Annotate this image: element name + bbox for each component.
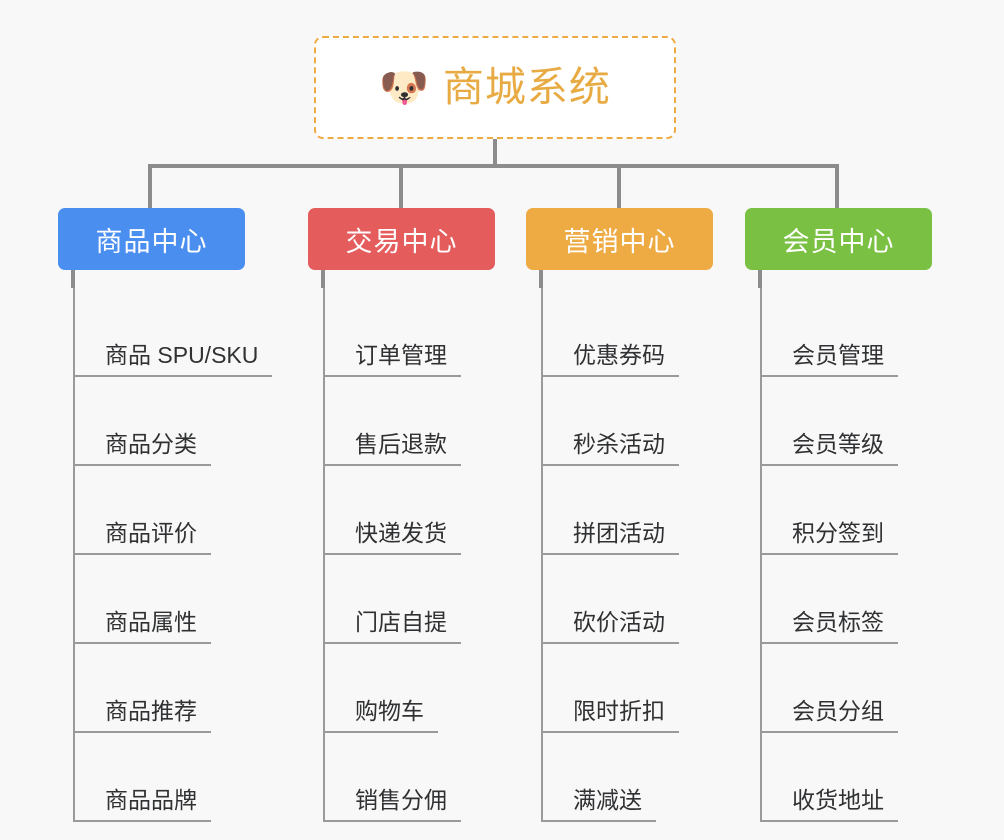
leaf-item[interactable]: 会员分组 — [762, 644, 932, 733]
leaf-item[interactable]: 商品评价 — [75, 466, 272, 555]
leaf-list-trade-center: 订单管理 售后退款 快递发货 门店自提 购物车 销售分佣 — [323, 288, 495, 822]
leaf-item[interactable]: 收货地址 — [762, 733, 932, 822]
connector-drop-marketing-center — [617, 164, 621, 210]
leaf-label: 会员等级 — [762, 431, 898, 466]
leaf-label: 商品分类 — [75, 431, 211, 466]
leaf-label: 商品属性 — [75, 609, 211, 644]
connector-stub-member-center — [758, 270, 762, 288]
category-header-trade-center[interactable]: 交易中心 — [308, 208, 495, 270]
leaf-label: 秒杀活动 — [543, 431, 679, 466]
leaf-label: 商品品牌 — [75, 787, 211, 822]
leaf-label: 限时折扣 — [543, 698, 679, 733]
connector-drop-member-center — [835, 164, 839, 210]
connector-stub-trade-center — [321, 270, 325, 288]
connector-stub-product-center — [71, 270, 75, 288]
leaf-item[interactable]: 销售分佣 — [325, 733, 495, 822]
column-member-center: 会员中心 会员管理 会员等级 积分签到 会员标签 会员分组 收货地址 — [745, 208, 932, 822]
category-header-label: 交易中心 — [345, 226, 458, 257]
leaf-label: 商品 SPU/SKU — [75, 342, 273, 377]
leaf-item[interactable]: 秒杀活动 — [543, 377, 713, 466]
leaf-item[interactable]: 会员管理 — [762, 288, 932, 377]
leaf-item[interactable]: 商品品牌 — [75, 733, 272, 822]
connector-horizontal-bar — [148, 164, 839, 168]
leaf-label: 会员标签 — [762, 609, 898, 644]
leaf-label: 快递发货 — [325, 520, 461, 555]
category-header-member-center[interactable]: 会员中心 — [745, 208, 932, 270]
leaf-item[interactable]: 优惠券码 — [543, 288, 713, 377]
connector-stub-marketing-center — [539, 270, 543, 288]
leaf-item[interactable]: 订单管理 — [325, 288, 495, 377]
connector-drop-product-center — [148, 164, 152, 210]
category-header-label: 商品中心 — [95, 226, 208, 257]
leaf-label: 满减送 — [543, 787, 656, 822]
root-node[interactable]: 🐶 商城系统 — [314, 36, 676, 139]
leaf-label: 积分签到 — [762, 520, 898, 555]
leaf-item[interactable]: 商品分类 — [75, 377, 272, 466]
connector-root-stem — [493, 139, 497, 166]
category-header-label: 会员中心 — [782, 226, 895, 257]
leaf-label: 收货地址 — [762, 787, 898, 822]
leaf-item[interactable]: 会员标签 — [762, 555, 932, 644]
connector-drop-trade-center — [399, 164, 403, 210]
leaf-label: 商品评价 — [75, 520, 211, 555]
leaf-item[interactable]: 满减送 — [543, 733, 713, 822]
leaf-label: 会员管理 — [762, 342, 898, 377]
leaf-label: 优惠券码 — [543, 342, 679, 377]
leaf-label: 砍价活动 — [543, 609, 679, 644]
category-header-product-center[interactable]: 商品中心 — [58, 208, 245, 270]
leaf-label: 购物车 — [325, 698, 438, 733]
leaf-item[interactable]: 快递发货 — [325, 466, 495, 555]
column-marketing-center: 营销中心 优惠券码 秒杀活动 拼团活动 砍价活动 限时折扣 满减送 — [526, 208, 713, 822]
leaf-item[interactable]: 商品属性 — [75, 555, 272, 644]
leaf-item[interactable]: 购物车 — [325, 644, 495, 733]
leaf-item[interactable]: 积分签到 — [762, 466, 932, 555]
leaf-label: 售后退款 — [325, 431, 461, 466]
column-trade-center: 交易中心 订单管理 售后退款 快递发货 门店自提 购物车 销售分佣 — [308, 208, 495, 822]
leaf-list-product-center: 商品 SPU/SKU 商品分类 商品评价 商品属性 商品推荐 商品品牌 — [73, 288, 273, 822]
leaf-label: 门店自提 — [325, 609, 461, 644]
shiba-dog-face-icon: 🐶 — [379, 65, 429, 110]
leaf-label: 销售分佣 — [325, 787, 461, 822]
leaf-item[interactable]: 会员等级 — [762, 377, 932, 466]
leaf-item[interactable]: 售后退款 — [325, 377, 495, 466]
leaf-list-member-center: 会员管理 会员等级 积分签到 会员标签 会员分组 收货地址 — [760, 288, 932, 822]
leaf-label: 会员分组 — [762, 698, 898, 733]
leaf-list-marketing-center: 优惠券码 秒杀活动 拼团活动 砍价活动 限时折扣 满减送 — [541, 288, 713, 822]
leaf-item[interactable]: 限时折扣 — [543, 644, 713, 733]
leaf-label: 订单管理 — [325, 342, 461, 377]
leaf-item[interactable]: 门店自提 — [325, 555, 495, 644]
leaf-item[interactable]: 砍价活动 — [543, 555, 713, 644]
leaf-label: 拼团活动 — [543, 520, 679, 555]
leaf-item[interactable]: 拼团活动 — [543, 466, 713, 555]
category-header-label: 营销中心 — [563, 226, 676, 257]
leaf-item[interactable]: 商品推荐 — [75, 644, 272, 733]
category-header-marketing-center[interactable]: 营销中心 — [526, 208, 713, 270]
leaf-item[interactable]: 商品 SPU/SKU — [75, 288, 273, 377]
root-title: 商城系统 — [442, 64, 611, 110]
column-product-center: 商品中心 商品 SPU/SKU 商品分类 商品评价 商品属性 商品推荐 商品品牌 — [58, 208, 273, 822]
leaf-label: 商品推荐 — [75, 698, 211, 733]
